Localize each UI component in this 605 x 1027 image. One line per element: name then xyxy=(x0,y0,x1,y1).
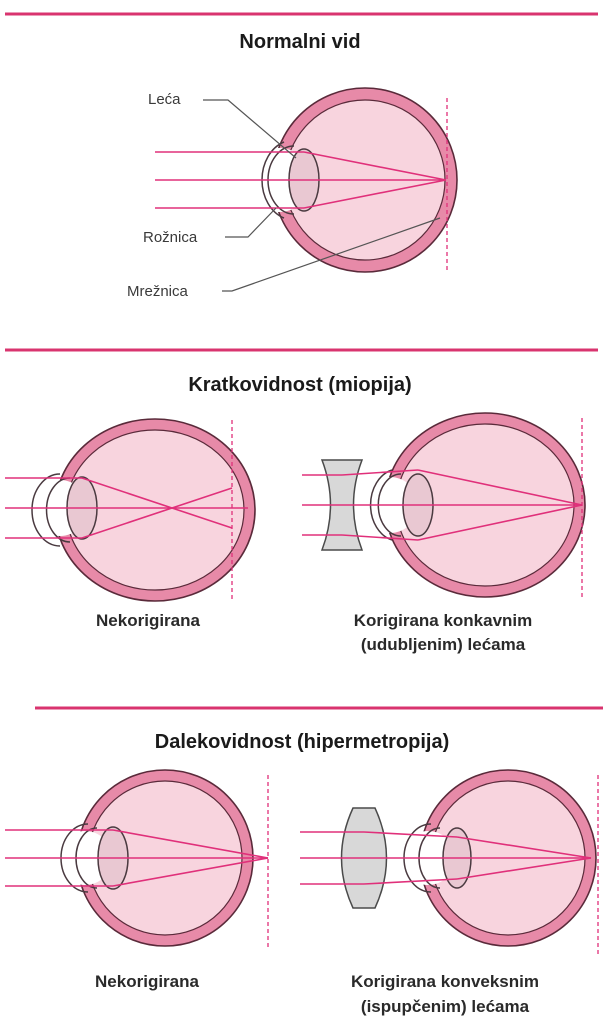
caption-corrected-line2: (ispupčenim) lećama xyxy=(361,997,530,1016)
caption-uncorrected: Nekorigirana xyxy=(95,972,199,991)
label-retina: Mrežnica xyxy=(127,283,189,300)
label-lens: Leća xyxy=(148,91,181,108)
caption-corrected-line2: (udubljenim) lećama xyxy=(361,635,526,654)
leader-cornea xyxy=(225,208,276,237)
section-myopia: Kratkovidnost (miopija) Nekorigirana xyxy=(5,350,598,654)
caption-corrected-line1: Korigirana konkavnim xyxy=(354,611,533,630)
eye-myopia-uncorrected xyxy=(32,419,255,601)
caption-uncorrected: Nekorigirana xyxy=(96,611,200,630)
section-normal-vision: Normalni vid Leća Rožnica Mrežnica xyxy=(5,14,598,300)
section-hyperopia: Dalekovidnost (hipermetropija) Nekorigir… xyxy=(5,708,603,1016)
caption-corrected-line1: Korigirana konveksnim xyxy=(351,972,539,991)
section-title: Normalni vid xyxy=(239,31,360,53)
section-title: Dalekovidnost (hipermetropija) xyxy=(155,731,450,753)
section-title: Kratkovidnost (miopija) xyxy=(188,374,411,396)
label-cornea: Rožnica xyxy=(143,229,198,246)
